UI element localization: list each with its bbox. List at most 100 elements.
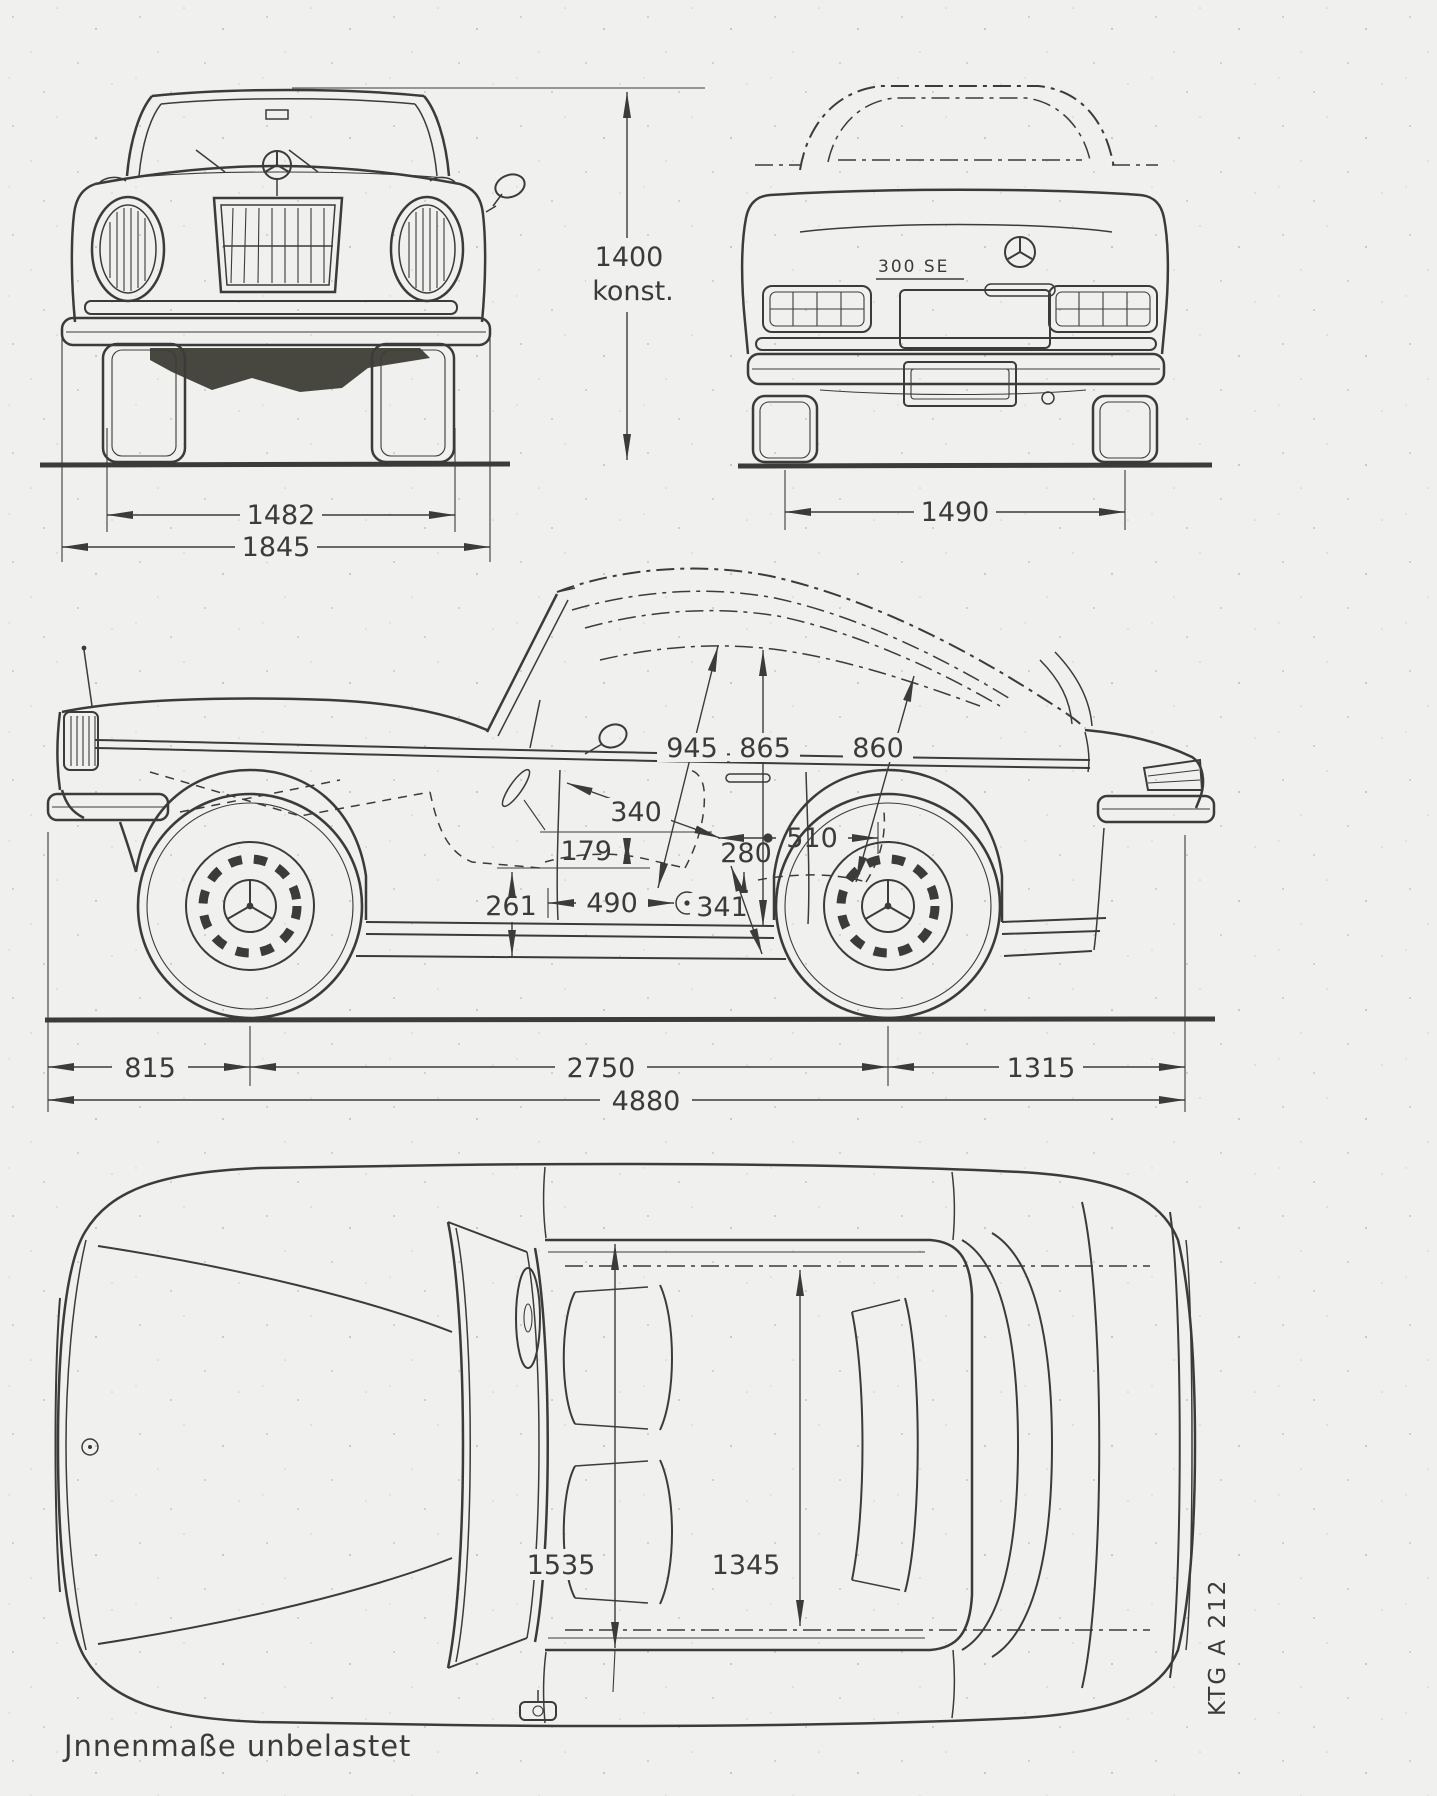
dim-label-490: 490 [586, 888, 638, 919]
rearview-mirror [265, 109, 289, 120]
hood-lines [97, 1245, 453, 1645]
dim-865: 865 [730, 650, 800, 926]
dim-label-945: 945 [666, 733, 718, 764]
dim-label-865: 865 [739, 733, 791, 764]
dim-label-height-note: konst. [592, 276, 674, 307]
license-plate-recess [899, 289, 1051, 349]
side-view: 945 865 860 340 179 280 510 261 490 [44, 567, 1216, 1117]
dim-front-track-1482: 1482 [106, 428, 456, 532]
dim-label-179: 179 [560, 836, 612, 867]
sheet-doc-code: KTG A 212 [1205, 1579, 1231, 1716]
side-mirror-front-view [485, 173, 526, 213]
antenna [81, 645, 93, 707]
door-lock-detail [519, 1690, 557, 1721]
front-wheel-left [101, 342, 187, 464]
side-ground-line [44, 1016, 1216, 1023]
dim-length-extensions [47, 832, 1186, 1112]
headlight-right [389, 195, 465, 303]
rear-wheel-right [1091, 394, 1159, 464]
dim-rear-overhang-1315: 1315 [888, 1052, 1185, 1084]
dim-label-261: 261 [485, 891, 537, 922]
wiper-right [288, 149, 319, 173]
dim-label-overall-width: 1845 [242, 532, 311, 563]
trunk-lines-top [1081, 1201, 1181, 1689]
front-bumper-side [46, 792, 170, 822]
dim-rear-track-1490: 1490 [784, 470, 1126, 530]
dim-341: 341 [690, 865, 763, 955]
rear-ground-line [737, 462, 1213, 469]
side-roof-phantom [556, 567, 1093, 729]
door-seams-top [542, 1166, 956, 1724]
wiper-left [195, 149, 226, 173]
dim-label-510: 510 [786, 823, 838, 854]
dim-261: 261 [485, 872, 537, 956]
model-badge-text: 300 SE [878, 257, 949, 277]
rear-view: 300 SE 1490 [737, 85, 1213, 530]
rear-bumper-top [1185, 1239, 1193, 1651]
steering-wheel-side [501, 768, 531, 808]
front-ground-line [39, 461, 511, 468]
dim-label-340: 340 [610, 797, 662, 828]
rear-roof-phantom [755, 85, 1158, 171]
dim-front-width-1845: 1845 [61, 335, 491, 563]
top-body-outline [54, 1162, 1197, 1728]
dim-wheelbase-2750: 2750 [250, 1052, 888, 1084]
side-wheel-front [136, 792, 364, 1020]
dim-overall-length-4880: 4880 [48, 1085, 1185, 1117]
top-mechanism-lines [1039, 651, 1093, 727]
tonneau-cover-lines [961, 1232, 1054, 1658]
dim-490: 490 [548, 888, 674, 919]
hood-ornament-top [81, 1438, 99, 1456]
dim-860: 860 [843, 675, 915, 883]
dim-label-track-rear: 1490 [921, 497, 990, 528]
front-wheel-right [370, 342, 456, 464]
cockpit-opening [545, 1238, 974, 1652]
rear-bumper-side [1096, 794, 1216, 824]
front-seats-top [562, 1284, 673, 1605]
dim-510: 510 [718, 823, 878, 854]
dim-label-280: 280 [720, 838, 772, 869]
sheet-caption: Jnnenmaße unbelastet [62, 1729, 411, 1763]
license-plate-hanging [903, 361, 1017, 407]
front-bumper [60, 300, 492, 347]
rear-body [740, 188, 1170, 396]
windshield-top [446, 1221, 549, 1669]
dim-label-1315: 1315 [1007, 1053, 1076, 1084]
dim-label-2750: 2750 [567, 1053, 636, 1084]
hood-star-emblem [262, 150, 292, 196]
door-cut-rear [805, 771, 810, 925]
top-view: 1535 1345 [54, 1162, 1197, 1728]
interior-width-reference-lines [565, 1265, 1150, 1631]
vent-window-divider [529, 699, 541, 749]
steering-wheel-top [515, 1267, 541, 1369]
dim-label-1535: 1535 [527, 1550, 596, 1581]
rear-wheel-left [751, 394, 819, 464]
dim-label-1345: 1345 [712, 1550, 781, 1581]
dim-label-860: 860 [852, 733, 904, 764]
dim-179: 179 [560, 836, 631, 867]
dim-label-4880: 4880 [612, 1086, 681, 1117]
dim-front-height-1400: 1400 konst. [292, 87, 705, 460]
rear-model-badge: 300 SE [876, 257, 964, 280]
front-grille [212, 196, 344, 294]
front-windshield [125, 88, 451, 177]
side-mirror [584, 723, 628, 755]
rear-bench-top [851, 1297, 919, 1593]
tail-light-side [1142, 758, 1204, 791]
dim-945: 945 [657, 645, 727, 889]
dim-label-341: 341 [696, 892, 748, 923]
dim-front-overhang-815: 815 [48, 1052, 250, 1084]
front-underbody-shadow [150, 348, 430, 392]
front-bumper-top [54, 1297, 61, 1593]
door-handle [725, 773, 771, 783]
dim-340: 340 [566, 782, 721, 839]
tail-light-left [762, 285, 872, 333]
dim-interior-width-1345: 1345 [704, 1270, 804, 1626]
tow-hook [1041, 391, 1055, 405]
front-view: 1400 konst. 1482 1845 [39, 87, 705, 563]
dim-label-track-front: 1482 [247, 500, 316, 531]
dim-label-height: 1400 [595, 242, 664, 273]
dim-label-815: 815 [124, 1053, 176, 1084]
